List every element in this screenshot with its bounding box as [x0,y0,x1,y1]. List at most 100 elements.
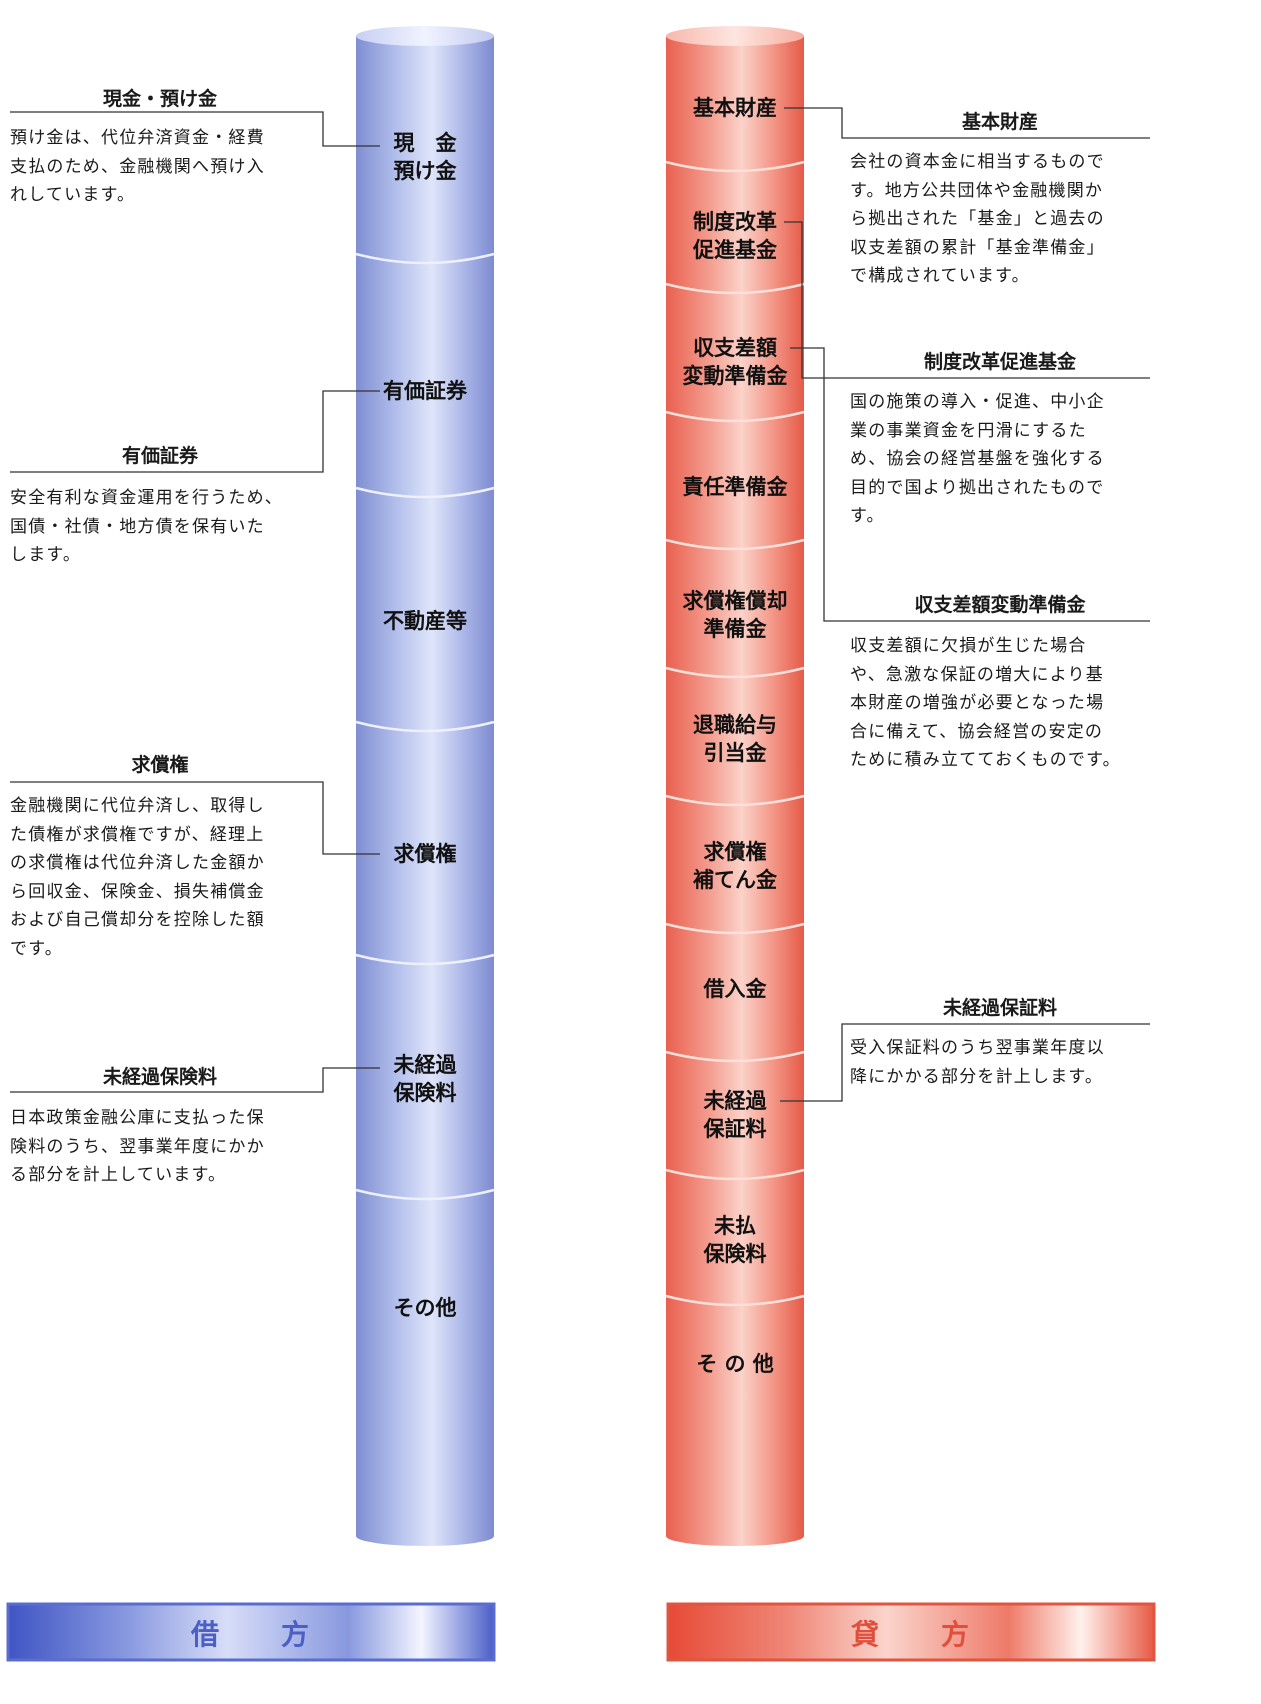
annotation-line: ら拠出された「基金」と過去の [850,209,1105,229]
annotation-line: 日本政策金融公庫に支払った保 [10,1108,265,1128]
debit-segment-claims: 求償権 [356,840,494,868]
segment-label-line: 保険料 [393,1081,457,1105]
segment-label-line: 保険料 [703,1242,767,1266]
debit-segment-real-estate: 不動産等 [356,607,494,635]
credit-cylinder [665,26,805,1546]
debit-banner-label: 借 方 [190,1618,311,1651]
annotation-line: す。 [850,506,885,526]
annotation-line: 預け金は、代位弁済資金・経費 [10,128,265,148]
credit-segment-reform-fund: 制度改革 促進基金 [666,208,804,264]
credit-segment-claims-compensation: 求償権 補てん金 [666,838,804,894]
annotation-line: 受入保証料のうち翌事業年度以 [850,1038,1105,1058]
annotation-line: 本財産の増強が必要となった場 [850,693,1105,713]
debit-annotation-body-claims: 金融機関に代位弁済し、取得し た債権が求償権ですが、経理上 の求償権は代位弁済し… [10,792,320,963]
debit-segment-unexpired-insurance: 未経過 保険料 [356,1051,494,1107]
debit-annotation-body-securities: 安全有利な資金運用を行うため、 国債・社債・地方債を保有いた します。 [10,484,320,570]
annotation-line: た債権が求償権ですが、経理上 [10,824,265,845]
credit-banner [666,1602,1156,1662]
debit-leader-lines [10,111,380,1093]
credit-annotation-title-balance-reserve: 収支差額変動準備金 [914,594,1086,616]
segment-label-line: 求償権 [393,842,457,866]
credit-annotation-title-reform-fund: 制度改革促進基金 [923,351,1076,373]
credit-segment-borrowings: 借入金 [666,975,804,1003]
debit-annotation-title-claims: 求償権 [131,754,189,776]
segment-label-line: 促進基金 [693,238,777,262]
credit-segment-unexpired-guarantee-fee: 未経過 保証料 [666,1087,804,1143]
segment-label-line: 退職給与 [693,713,777,737]
credit-annotation-body-basic-assets: 会社の資本金に相当するもので す。地方公共団体や金融機関か ら拠出された「基金」… [850,148,1160,291]
annotation-line: 業の事業資金を円滑にするた [850,420,1087,441]
annotation-line: 目的で国より拠出されたもので [850,477,1105,498]
annotation-line: および自己償却分を控除した額 [10,910,265,930]
debit-annotation-body-cash: 預け金は、代位弁済資金・経費 支払のため、金融機関へ預け入 れしています。 [10,124,320,210]
annotation-line: 険料のうち、翌事業年度にかか [10,1136,265,1157]
annotation-line: の求償権は代位弁済した金額か [10,853,265,873]
segment-label-line: その他 [393,1296,457,1320]
segment-label-line: 基本財産 [693,96,777,120]
credit-annotation-body-reform-fund: 国の施策の導入・促進、中小企 業の事業資金を円滑にするた め、協会の経営基盤を強… [850,388,1160,531]
credit-segment-basic-assets: 基本財産 [666,94,804,122]
credit-segment-unpaid-insurance: 未払 保険料 [666,1212,804,1268]
annotation-line: 国の施策の導入・促進、中小企 [850,392,1105,412]
segment-label-line: 有価証券 [383,379,467,403]
annotation-line: め、協会の経営基盤を強化する [850,449,1105,469]
segment-label-line: 未経過 [393,1053,457,1077]
annotation-line: 収支差額の累計「基金準備金」 [850,237,1105,258]
annotation-line: 国債・社債・地方債を保有いた [10,516,265,537]
credit-annotation-body-balance-reserve: 収支差額に欠損が生じた場合 や、急激な保証の増大により基 本財産の増強が必要とな… [850,632,1160,775]
segment-label-line: そ の 他 [696,1352,774,1376]
segment-label-line: 未経過 [703,1089,767,1113]
credit-leader-lines [780,107,1150,1102]
annotation-line: れしています。 [10,185,136,205]
credit-banner-label: 貸 方 [850,1618,971,1651]
annotation-line: 降にかかる部分を計上します。 [850,1066,1104,1087]
debit-segment-cash: 現 金 預け金 [356,129,494,185]
segment-label-line: 準備金 [703,617,767,641]
segment-label-line: 求償権償却 [682,589,788,613]
credit-segment-retirement-allowance: 退職給与 引当金 [666,711,804,767]
annotation-line: 金融機関に代位弁済し、取得し [10,796,265,816]
annotation-line: 収支差額に欠損が生じた場合 [850,636,1087,656]
annotation-line: す。地方公共団体や金融機関か [850,180,1104,201]
segment-label-line: 収支差額 [693,336,777,360]
segment-label-line: 求償権 [703,840,767,864]
annotation-line: や、急激な保証の増大により基 [850,664,1104,685]
debit-annotation-title-securities: 有価証券 [121,445,198,467]
debit-cylinder [355,26,495,1546]
debit-annotation-title-unexpired-insurance: 未経過保険料 [102,1066,217,1088]
credit-annotation-title-basic-assets: 基本財産 [961,111,1038,133]
credit-segment-balance-reserve: 収支差額 変動準備金 [666,334,804,390]
annotation-line: です。 [10,938,63,959]
debit-segment-other: その他 [356,1294,494,1322]
debit-annotation-body-unexpired-insurance: 日本政策金融公庫に支払った保 険料のうち、翌事業年度にかか る部分を計上していま… [10,1104,320,1190]
annotation-line: ために積み立てておくものです。 [850,750,1121,770]
annotation-line: ら回収金、保険金、損失補償金 [10,881,265,902]
segment-label-line: 預け金 [393,159,457,183]
annotation-line: 合に備えて、協会経営の安定の [850,721,1104,742]
segment-label-line: 制度改革 [693,210,777,234]
annotation-line: します。 [10,545,82,565]
segment-label-line: 変動準備金 [682,364,788,388]
segment-label-line: 未払 [714,1214,756,1238]
annotation-line: 会社の資本金に相当するもので [850,152,1105,172]
annotation-line: で構成されています。 [850,266,1030,286]
segment-label-line: 引当金 [703,741,767,765]
annotation-line: る部分を計上しています。 [10,1165,227,1185]
credit-annotation-title-unexpired-guarantee-fee: 未経過保証料 [942,997,1057,1019]
segment-label-line: 借入金 [703,977,767,1001]
credit-segment-claims-amortization-reserve: 求償権償却 準備金 [666,587,804,643]
segment-label-line: 現 金 [393,131,457,155]
segment-label-line: 不動産等 [383,609,467,633]
credit-segment-other: そ の 他 [666,1350,804,1378]
annotation-line: 支払のため、金融機関へ預け入 [10,156,265,177]
credit-annotation-body-unexpired-guarantee-fee: 受入保証料のうち翌事業年度以 降にかかる部分を計上します。 [850,1034,1160,1091]
segment-label-line: 責任準備金 [682,475,788,499]
debit-banner [6,1602,496,1662]
credit-segment-liability-reserve: 責任準備金 [666,473,804,501]
segment-label-line: 保証料 [703,1117,767,1141]
debit-annotation-title-cash: 現金・預け金 [102,88,217,110]
annotation-line: 安全有利な資金運用を行うため、 [10,488,283,508]
segment-label-line: 補てん金 [693,868,777,892]
debit-segment-securities: 有価証券 [356,377,494,405]
